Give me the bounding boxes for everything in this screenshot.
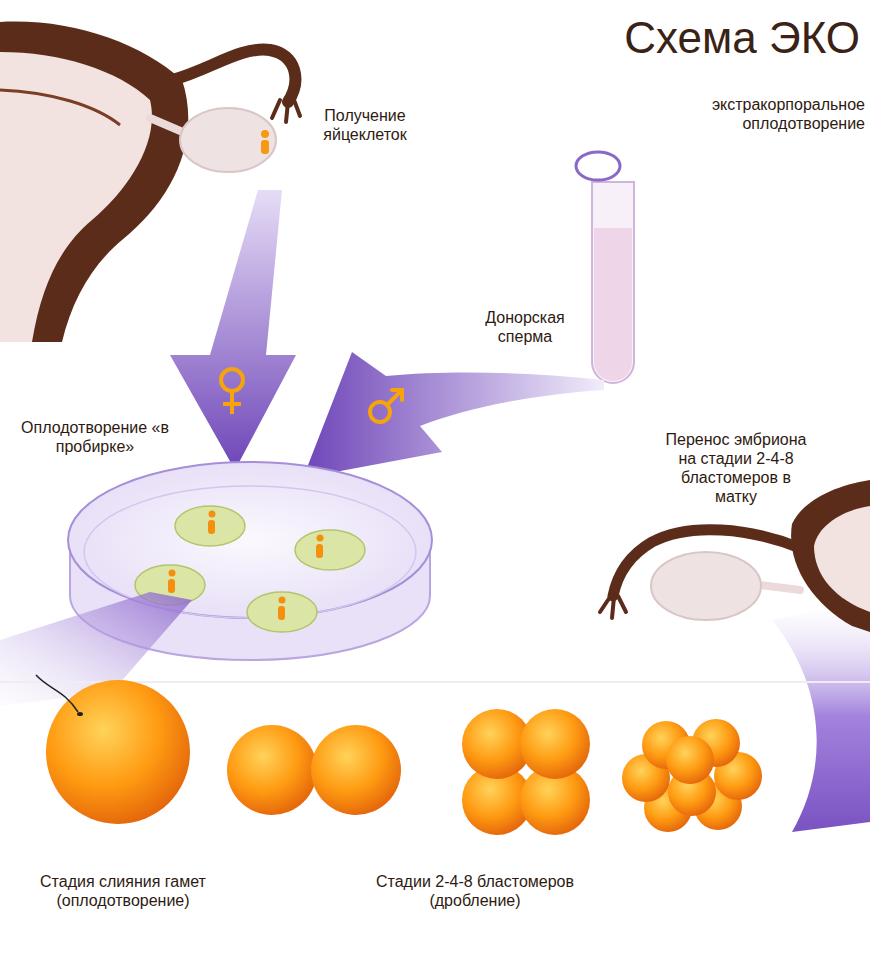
ovary xyxy=(180,108,276,172)
embryo-stages xyxy=(36,675,762,835)
stage-caption: Стадия слияния гамет (оплодотворение) xyxy=(8,872,238,910)
egg-icon xyxy=(261,140,269,154)
blastomere xyxy=(227,725,317,815)
tube-glass xyxy=(592,182,634,383)
tube-rim xyxy=(576,152,620,180)
test-tube xyxy=(576,152,634,383)
egg-cell xyxy=(247,592,317,632)
sperm-tail xyxy=(36,675,78,712)
uterus-fold xyxy=(0,90,120,125)
fallopian-tube xyxy=(172,50,295,102)
fimbriae xyxy=(272,100,300,122)
egg-marker xyxy=(278,606,285,620)
subtitle: экстракорпоральное оплодотворение xyxy=(660,95,865,133)
egg-cell xyxy=(295,530,365,570)
egg-icon xyxy=(261,130,269,138)
female-symbol xyxy=(221,369,243,414)
male-symbol-arrow xyxy=(387,390,402,405)
blastomere xyxy=(520,709,590,779)
female-symbol-ring xyxy=(221,369,243,391)
blastomere xyxy=(311,725,401,815)
step-label: Донорская сперма xyxy=(465,308,585,346)
egg-marker xyxy=(168,579,175,593)
step-label: Перенос эмбриона на стадии 2-4-8 бластом… xyxy=(660,430,812,506)
dish-rim xyxy=(68,462,432,618)
stage-caption: Стадии 2-4-8 бластомеров (дробление) xyxy=(360,872,590,910)
uterus-cavity xyxy=(814,506,870,612)
transfer-band xyxy=(772,600,870,832)
tube-liquid xyxy=(594,228,632,381)
blastomere xyxy=(666,736,714,784)
sperm-head xyxy=(77,712,83,716)
uterus-wall xyxy=(791,480,870,632)
egg-arrow xyxy=(170,190,296,470)
egg-marker xyxy=(279,597,286,604)
uterus-wall xyxy=(0,22,188,342)
egg-markers xyxy=(168,511,324,621)
ovarian-ligament xyxy=(760,585,800,590)
egg-marker xyxy=(316,544,323,558)
egg-marker xyxy=(209,511,216,518)
step-label: Получение яйцеклеток xyxy=(290,106,440,144)
diagram-title: Схема ЭКО xyxy=(540,12,860,64)
zygote xyxy=(46,680,190,824)
male-symbol xyxy=(370,390,402,422)
egg-marker xyxy=(208,520,215,534)
egg-marker xyxy=(317,535,324,542)
egg-marker xyxy=(169,570,176,577)
sperm-arrow xyxy=(303,352,604,478)
step-label: Оплодотворение «в пробирке» xyxy=(5,418,185,456)
female-symbol-cross xyxy=(223,391,241,414)
ovary xyxy=(651,552,761,620)
fimbriae xyxy=(600,594,626,618)
uterus-cavity xyxy=(0,52,152,342)
egg-cell xyxy=(175,506,245,546)
